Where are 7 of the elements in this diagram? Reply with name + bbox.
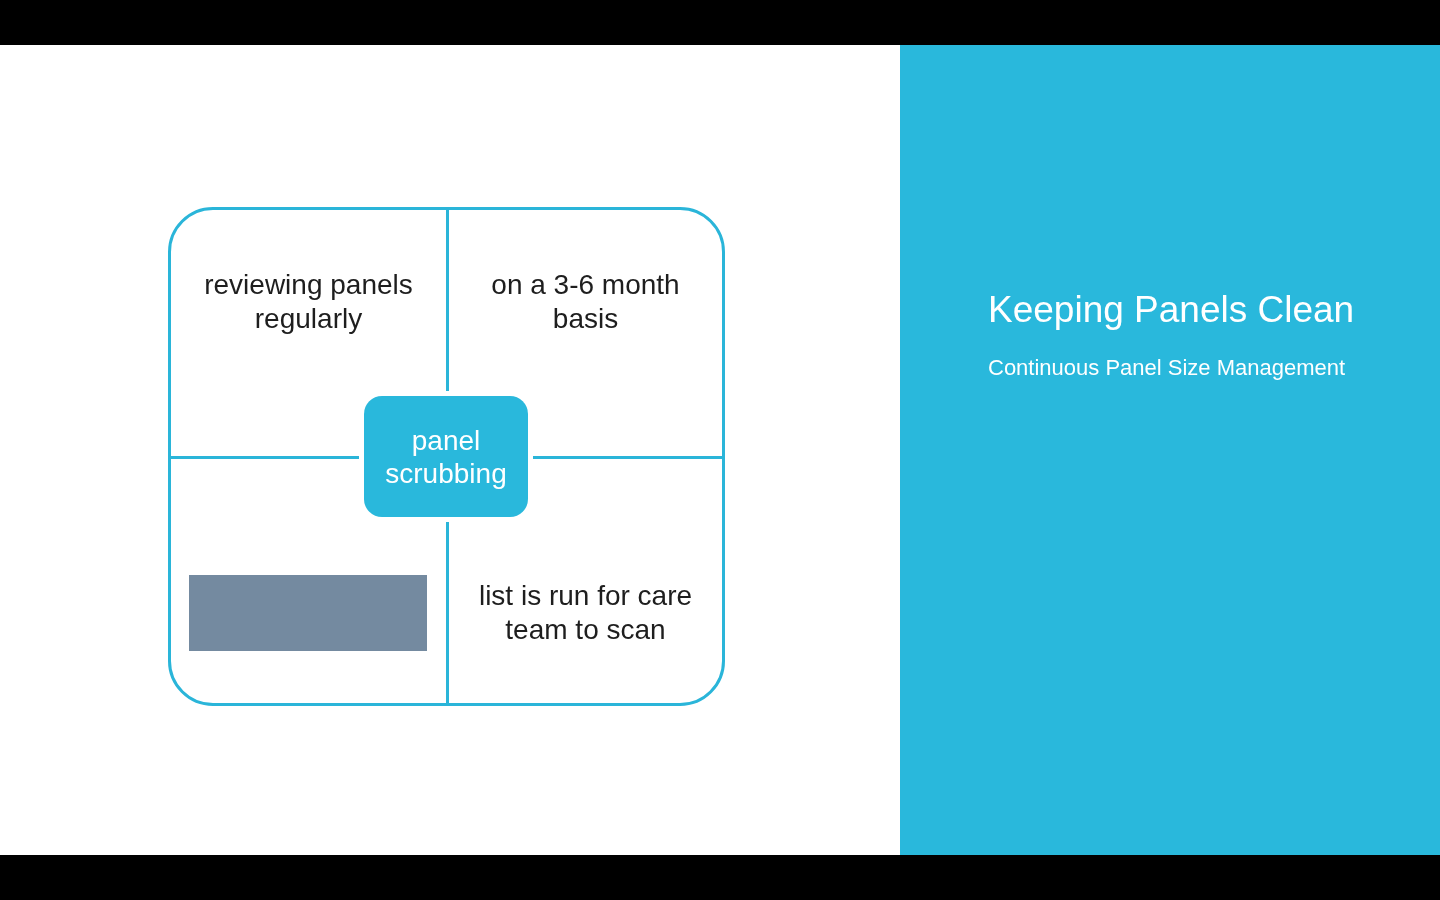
quadrant-text: list is run for care team to scan (478, 580, 693, 645)
slide-title: Keeping Panels Clean (988, 289, 1355, 330)
quadrant-text: reviewing panels regularly (204, 269, 413, 334)
solid-block (189, 575, 427, 651)
slide-subtitle: Continuous Panel Size Management (988, 355, 1346, 380)
quadrant-text: on a 3-6 month basis (491, 269, 680, 334)
tile-text: panel scrubbing (385, 424, 507, 489)
